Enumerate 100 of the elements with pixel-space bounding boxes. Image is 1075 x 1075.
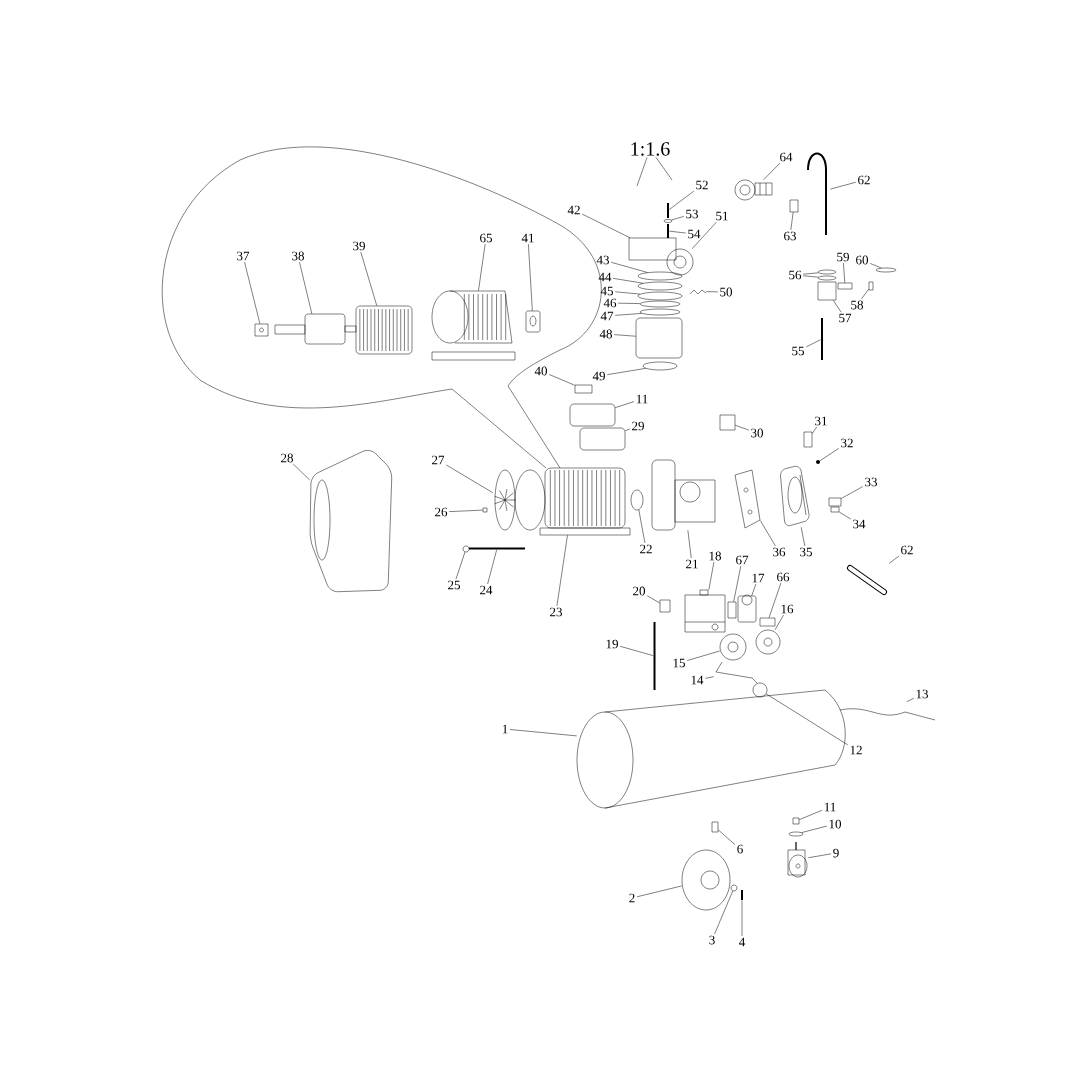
- callout-number: 67: [736, 555, 749, 565]
- part-drawing: [780, 466, 810, 526]
- leader-line: [548, 374, 575, 386]
- part-drawing: [653, 622, 656, 690]
- callout-number: 11: [636, 394, 648, 404]
- part-drawing: [730, 884, 738, 892]
- leader-line: [646, 595, 660, 604]
- callout-number: 51: [716, 211, 728, 221]
- leader-line: [612, 278, 644, 284]
- callout-number: 50: [720, 287, 732, 297]
- part-drawing: [817, 281, 837, 301]
- callout-number: 1:1.6: [631, 142, 670, 156]
- leader-line: [741, 900, 743, 937]
- leader-line: [861, 288, 869, 300]
- part-drawing: [789, 199, 799, 213]
- leader-line: [718, 829, 736, 845]
- callout-number: 46: [603, 298, 617, 308]
- callout-number: 35: [800, 547, 812, 557]
- leader-line: [244, 261, 261, 324]
- callout-number: 28: [281, 453, 293, 463]
- part-drawing: [469, 547, 525, 550]
- callout-number: 41: [521, 233, 534, 243]
- callout-number: 65: [480, 233, 492, 243]
- callout-number: 44: [598, 272, 612, 282]
- leader-line: [760, 520, 776, 547]
- callout-number: 34: [853, 519, 866, 529]
- part-drawing: [875, 267, 897, 273]
- callout-number: 47: [600, 311, 614, 321]
- part-drawing: [837, 282, 853, 290]
- leader-line: [509, 729, 577, 737]
- part-drawing: [525, 310, 541, 333]
- leader-line: [613, 334, 636, 337]
- leader-line: [686, 650, 720, 661]
- leader-line: [735, 425, 750, 431]
- callout-number: 39: [353, 241, 365, 251]
- part-drawing: [719, 414, 736, 431]
- callout-number: 33: [865, 477, 877, 487]
- leader-line: [802, 275, 819, 278]
- leader-line: [669, 190, 695, 210]
- part-drawing: [579, 427, 626, 451]
- part-drawing: [574, 384, 593, 394]
- leader-line: [906, 697, 915, 702]
- part-drawing: [309, 450, 392, 592]
- leader-line: [448, 509, 483, 512]
- callout-number: 45: [600, 286, 613, 296]
- part-drawing: [847, 565, 887, 595]
- part-drawing: [274, 313, 357, 345]
- leader-line: [619, 646, 654, 656]
- part-drawing: [689, 289, 707, 295]
- callout-number: 38: [292, 251, 304, 261]
- leader-line: [360, 251, 378, 306]
- leader-line: [528, 243, 533, 311]
- leader-line: [805, 339, 821, 348]
- callout-number: 43: [596, 255, 609, 265]
- leader-line: [708, 561, 715, 590]
- leader-line: [800, 527, 806, 547]
- callout-number: 30: [751, 428, 763, 438]
- callout-number: 15: [673, 658, 685, 668]
- callout-number: 64: [780, 152, 793, 162]
- callout-number: 62: [858, 175, 870, 185]
- part-drawing: [828, 497, 842, 507]
- part-drawing: [637, 291, 683, 301]
- part-drawing: [715, 661, 758, 684]
- part-drawing: [734, 469, 761, 529]
- callout-number: 25: [448, 580, 460, 590]
- part-drawing: [684, 589, 726, 633]
- callout-number: 42: [567, 205, 580, 215]
- callout-number: 55: [792, 346, 804, 356]
- leader-line: [799, 810, 823, 820]
- callout-number: 31: [815, 416, 827, 426]
- callout-number: 4: [739, 937, 746, 947]
- leader-line: [802, 272, 819, 275]
- leader-line: [556, 535, 568, 607]
- callout-number: 27: [432, 455, 445, 465]
- callout-number: 23: [550, 607, 562, 617]
- leader-line: [768, 582, 782, 618]
- leader-line: [606, 368, 646, 375]
- callout-number: 17: [752, 573, 765, 583]
- part-drawing: [788, 831, 804, 837]
- callout-number: 6: [737, 844, 743, 854]
- callout-number: 32: [841, 438, 853, 448]
- callout-number: 10: [829, 819, 841, 829]
- leader-line: [687, 530, 692, 559]
- leader-line: [706, 291, 719, 293]
- leader-line: [299, 261, 313, 314]
- part-drawing: [830, 506, 840, 513]
- callout-number: 54: [688, 229, 701, 239]
- leader-line: [655, 157, 673, 181]
- part-drawing: [637, 271, 683, 281]
- callout-number: 13: [916, 689, 928, 699]
- part-drawing: [569, 403, 616, 427]
- part-drawing: [254, 323, 269, 337]
- part-drawing: [817, 275, 837, 281]
- part-drawing: [635, 317, 683, 359]
- callout-number: 3: [709, 935, 715, 945]
- leader-line: [293, 463, 310, 481]
- callout-number: 63: [784, 231, 796, 241]
- part-drawing: [803, 431, 813, 448]
- part-drawing: [817, 269, 837, 275]
- leader-line: [445, 464, 493, 493]
